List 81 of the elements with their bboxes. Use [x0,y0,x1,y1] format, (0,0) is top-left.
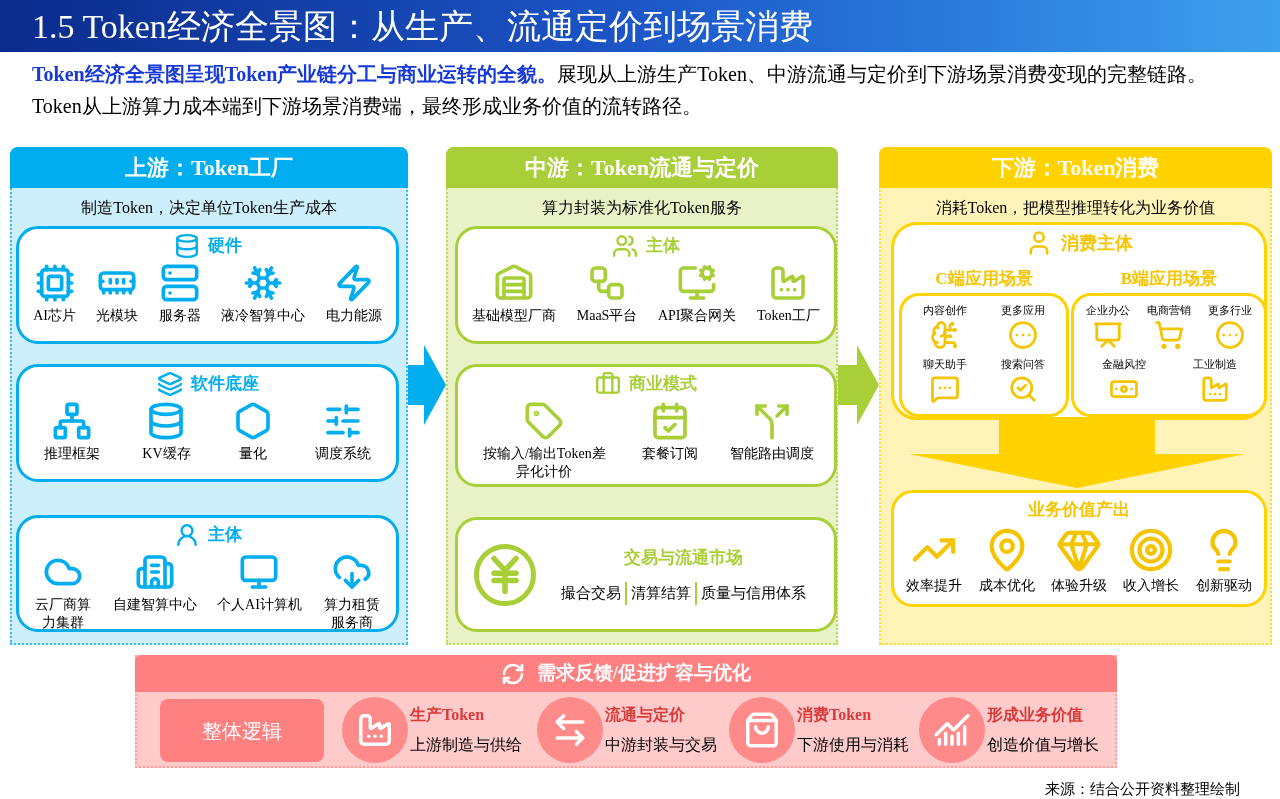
flow-arrow [838,345,879,425]
stage-panel [879,147,1272,645]
scene-heading: C端应用场景 [934,268,1034,290]
panel-header: 中游：Token流通与定价 [446,147,838,188]
stage-title: 生产Token [410,705,485,725]
item-label: 质量与信用体系 [694,582,810,605]
panel-subtitle: 制造Token，决定单位Token生产成本 [80,198,338,218]
stage-description: 上游制造与供给 [410,735,522,755]
stage-description: 创造价值与增长 [987,735,1099,755]
item-label: 电力能源 [325,307,382,325]
category-card [891,490,1267,607]
item-label: Token工厂 [756,307,820,325]
item-label: 效率提升 [906,576,963,594]
category-card [455,517,837,632]
card-heading: 消费主体 [1061,231,1133,255]
category-card [455,226,837,344]
category-card [16,226,399,344]
item-label: 液冷智算中心 [221,307,306,325]
stage-description: 中游封装与交易 [605,735,717,755]
item-label: 套餐订阅 [642,445,699,463]
logic-box: 整体逻辑 [160,699,324,762]
category-card [16,364,399,482]
category-card [455,364,837,487]
stage-panel [10,147,408,645]
item-label: 内容创作 [923,304,967,318]
item-label: 云厂商算力集群 [34,596,93,631]
stage-title: 流通与定价 [605,705,685,725]
source-note: 来源：结合公开资料整理绘制 [1045,780,1240,799]
item-label: KV缓存 [142,445,191,463]
item-label: 智能路由调度 [730,445,815,463]
scene-heading: B端应用场景 [1119,268,1219,290]
panel-subtitle: 算力封装为标准化Token服务 [541,198,743,218]
item-label: API聚合网关 [657,307,737,325]
item-label: 推理框架 [44,445,101,463]
item-label: 聊天助手 [923,357,967,372]
item-label: 服务器 [158,307,201,325]
stage-description: 下游使用与消耗 [797,735,909,755]
card-heading: 商业模式 [629,373,697,396]
item-label: 个人AI计算机 [217,596,302,614]
item-label: 电商营销 [1147,304,1191,318]
card-heading: 主体 [646,235,680,258]
stage-title: 形成业务价值 [987,705,1083,725]
band-heading: 需求反馈/促进扩容与优化 [536,661,752,686]
category-card [16,515,399,632]
item-label: 体验升级 [1050,576,1107,594]
card-heading: 主体 [207,524,242,547]
item-label: 算力租赁服务商 [322,596,381,631]
card-heading: 交易与流通市场 [623,546,743,569]
item-label: AI芯片 [33,307,76,325]
item-label: 更多行业 [1207,304,1252,318]
item-label: 搜索问答 [1001,357,1045,372]
item-label: 企业办公 [1086,304,1131,318]
item-label: 按输入/输出Token差异化计价 [482,445,607,480]
item-label: 撮合交易 [559,584,622,603]
item-label: 工业制造 [1192,357,1237,372]
item-label: 收入增长 [1123,576,1180,594]
item-label: 调度系统 [314,445,371,463]
item-label: 金融风控 [1101,357,1146,372]
card-heading: 业务价值产出 [1028,499,1130,521]
card-heading: 软件底座 [190,373,259,396]
category-card [891,222,1267,420]
panel-header: 上游：Token工厂 [10,147,408,188]
item-label: MaaS平台 [576,307,638,325]
item-label: 清算结算 [624,582,695,605]
panel-subtitle: 消耗Token，把模型推理转化为业务价值 [934,198,1217,218]
stage-panel [446,147,838,645]
title-bar: 1.5 Token经济全景图：从生产、流通定价到场景消费 [0,0,1280,52]
item-label: 创新驱动 [1195,576,1252,594]
flow-arrow [408,345,446,425]
stage-title: 消费Token [797,705,872,725]
card-heading: 硬件 [207,235,242,258]
item-label: 成本优化 [978,576,1035,594]
intro-paragraph: Token经济全景图呈现Token产业链分工与商业运转的全貌。展现从上游生产Token、中游流通与定价到下游场景消费变现的完整链路。Token从上游算力成本端到下游场景消费端，最终形成业务价值的流转路径。 [32,62,1208,119]
flow-arrow [909,418,1245,488]
item-label: 基础模型厂商 [472,307,557,325]
item-label: 自建智算中心 [113,596,198,614]
logic-band [135,655,1117,768]
item-label: 量化 [238,445,267,463]
item-label: 光模块 [96,307,139,325]
panel-header: 下游：Token消费 [879,147,1272,188]
item-label: 更多应用 [1001,304,1045,318]
